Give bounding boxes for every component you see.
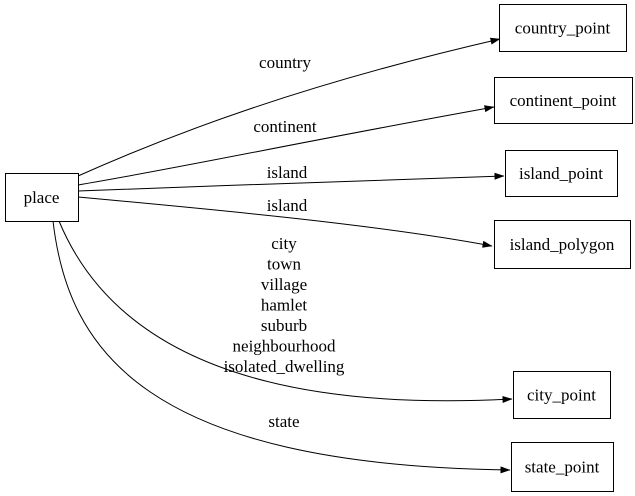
edge-label-city_point-line-1: town: [267, 255, 302, 274]
edge-label-city_point-line-6: isolated_dwelling: [224, 357, 345, 376]
edge-place-state_point: [52, 220, 511, 474]
edge-label-city_point-line-2: village: [261, 275, 307, 294]
edge-label-city_point-line-0: city: [271, 234, 297, 253]
edge-label-island_polygon-line-0: island: [267, 196, 308, 215]
edge-place-island_point: [77, 172, 505, 192]
node-place: place: [5, 173, 79, 222]
node-label-island_point: island_point: [519, 164, 603, 183]
edge-place-country_point: [77, 37, 501, 177]
node-island_point: island_point: [505, 150, 618, 197]
node-label-continent_point: continent_point: [510, 91, 617, 110]
node-country_point: country_point: [499, 4, 627, 52]
edge-label-city_point-line-4: suburb: [261, 316, 307, 335]
node-label-city_point: city_point: [527, 386, 596, 405]
node-label-place: place: [24, 188, 60, 207]
edges-layer: country continent island island city townvill…: [52, 37, 513, 474]
edge-label-state_point-line-0: state: [268, 412, 299, 431]
node-label-island_polygon: island_polygon: [510, 235, 615, 254]
node-box-place: [5, 173, 79, 222]
node-box-city_point: [513, 371, 611, 419]
node-island_polygon: island_polygon: [494, 220, 631, 269]
edge-place-city_point: [58, 220, 513, 403]
nodes-layer: place country_point continent_point island_…: [5, 4, 633, 492]
edge-place-island_polygon: [77, 196, 493, 248]
node-state_point: state_point: [511, 442, 614, 492]
edge-label-city_point-line-5: neighbourhood: [233, 337, 336, 356]
node-box-state_point: [511, 442, 614, 492]
node-box-country_point: [499, 4, 627, 52]
node-label-state_point: state_point: [525, 458, 600, 477]
node-continent_point: continent_point: [494, 77, 633, 124]
edge-label-city_point-line-3: hamlet: [261, 296, 308, 315]
node-box-island_point: [505, 150, 618, 197]
edge-label-island_point-line-0: island: [267, 163, 308, 182]
edge-label-country_point-line-0: country: [259, 53, 311, 72]
node-label-country_point: country_point: [515, 19, 611, 38]
node-city_point: city_point: [513, 371, 611, 419]
edge-place-continent_point: [77, 105, 495, 186]
node-box-island_polygon: [494, 220, 631, 269]
node-box-continent_point: [494, 77, 633, 124]
edge-label-continent_point-line-0: continent: [253, 117, 317, 136]
